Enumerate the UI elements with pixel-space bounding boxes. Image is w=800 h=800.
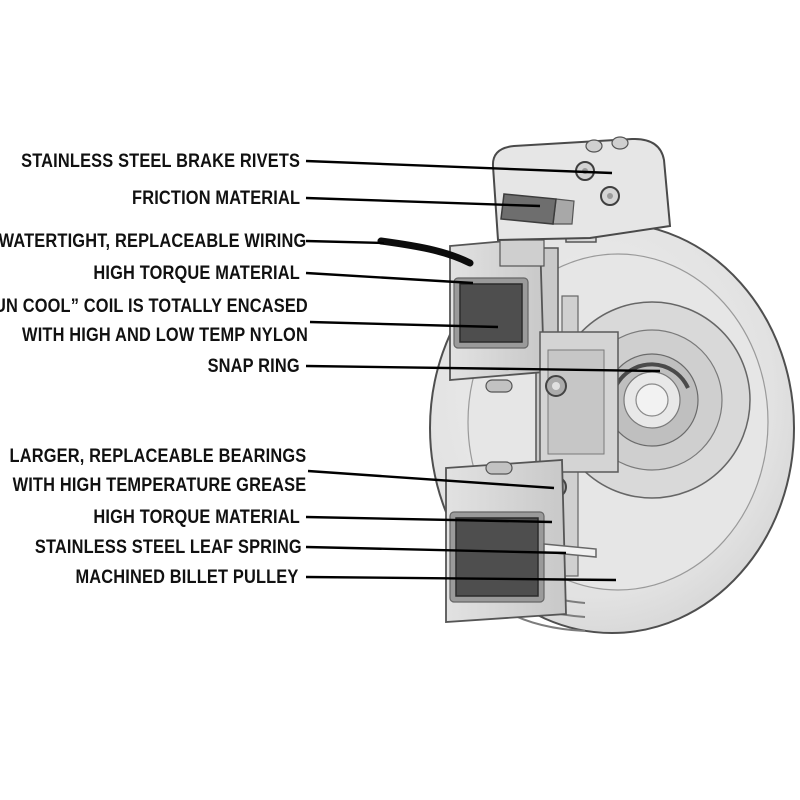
leader-lines [305, 159, 661, 582]
label-wiring: WATERTIGHT, REPLACEABLE WIRING [0, 230, 306, 252]
leader-billet-pulley [305, 575, 617, 582]
label-high-torque-top: HIGH TORQUE MATERIAL [93, 262, 300, 284]
shaft-bore [547, 349, 605, 455]
leader-high-torque-top [305, 271, 474, 285]
brake-bracket [491, 136, 672, 243]
label-billet-pulley: MACHINED BILLET PULLEY [74, 566, 298, 588]
leader-snap-ring [305, 364, 661, 373]
leader-friction-material [305, 196, 541, 208]
pin-top [485, 379, 513, 393]
shell-step-top [499, 239, 545, 267]
leader-leaf-spring [305, 545, 567, 555]
leader-bearings [307, 469, 555, 490]
snap-ring-part [614, 362, 690, 389]
brake-rivet-2 [600, 186, 620, 206]
label-high-torque-bottom: HIGH TORQUE MATERIAL [93, 506, 300, 528]
label-brake-rivets: STAINLESS STEEL BRAKE RIVETS [21, 150, 300, 172]
label-run-cool-coil: “RUN COOL” COIL IS TOTALLY ENCASED WITH … [0, 295, 308, 346]
bracket-stud-1 [585, 139, 603, 153]
leader-run-cool-coil [309, 320, 499, 329]
coil-bottom [455, 517, 539, 597]
pin-bottom [485, 461, 513, 475]
label-leaf-spring: STAINLESS STEEL LEAF SPRING [35, 536, 302, 558]
cross-section [445, 237, 619, 623]
bracket-arm [491, 137, 672, 242]
bracket-stud-2 [611, 136, 629, 150]
leader-high-torque-bottom [305, 515, 553, 524]
leaf-spring-part [543, 543, 597, 558]
bearing-top [545, 375, 567, 397]
label-friction-material: FRICTION MATERIAL [131, 187, 300, 209]
label-snap-ring: SNAP RING [207, 355, 300, 377]
leader-wiring [305, 239, 385, 245]
leader-brake-rivets [305, 159, 613, 175]
coil-top [459, 283, 523, 343]
wire [377, 237, 474, 267]
friction-pad [500, 193, 557, 225]
label-bearings: LARGER, REPLACEABLE BEARINGS WITH HIGH T… [9, 445, 306, 496]
